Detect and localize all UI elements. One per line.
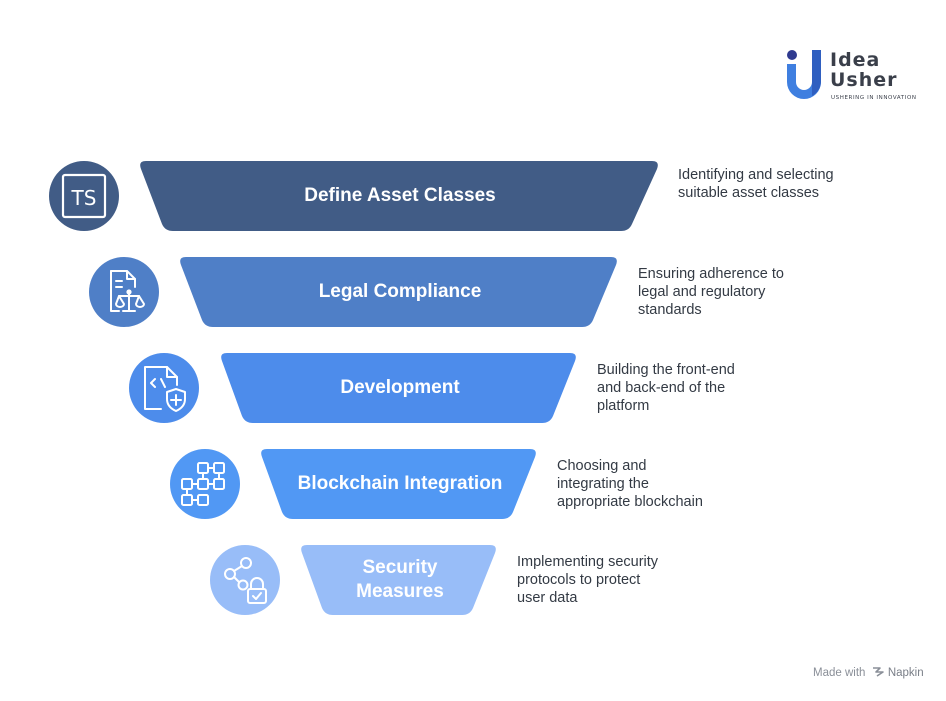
logo-word-usher: Usher [830, 69, 898, 91]
step-description-3: Building the front-end and back-end of t… [597, 361, 735, 415]
description-line: Implementing security [517, 554, 659, 570]
step-description-1: Identifying and selecting suitable asset… [678, 166, 834, 202]
napkin-logo-icon [872, 667, 884, 677]
logo-tagline: USHERING IN INNOVATION [831, 95, 917, 101]
step-label-define-asset-classes: Define Asset Classes [304, 185, 496, 206]
funnel-band-1 [140, 161, 658, 231]
code-file-shield-icon [129, 353, 199, 423]
step-label-security-line1: Security [362, 557, 438, 578]
step-label-security-measures: Security Measures [300, 556, 500, 604]
description-line: and back-end of the [597, 380, 726, 396]
description-line: appropriate blockchain [557, 494, 703, 510]
funnel-band-4 [261, 449, 536, 519]
description-line: Choosing and [557, 458, 647, 474]
funnel-band-5 [301, 545, 496, 615]
description-line: legal and regulatory [638, 284, 766, 300]
description-line: protocols to protect [517, 572, 641, 588]
step-label-blockchain-integration: Blockchain Integration [297, 473, 503, 494]
funnel-band-2 [180, 257, 617, 327]
step-label-security-line2: Measures [356, 581, 444, 602]
svg-text:TS: TS [71, 186, 97, 210]
description-line: Building the front-end [597, 362, 735, 378]
step-description-4: Choosing and integrating the appropriate… [557, 457, 703, 511]
step-label-development: Development [340, 377, 460, 398]
idea-usher-logo: Idea Usher USHERING IN INNOVATION [782, 46, 922, 106]
footer-prefix: Made with [813, 667, 866, 679]
logo-mark-icon [787, 50, 821, 99]
step-label-legal-compliance: Legal Compliance [318, 281, 482, 302]
description-line: standards [638, 302, 702, 318]
description-line: user data [517, 590, 578, 606]
share-lock-icon [210, 545, 280, 615]
blockchain-icon [170, 449, 240, 519]
logo-word-idea: Idea [830, 49, 881, 71]
footer-brand: Napkin [887, 667, 924, 679]
typescript-icon: TS [49, 161, 119, 231]
step-description-5: Implementing security protocols to prote… [517, 553, 658, 607]
description-line: integrating the [557, 476, 649, 492]
description-line: suitable asset classes [678, 185, 820, 201]
step-description-2: Ensuring adherence to legal and regulato… [638, 265, 784, 319]
description-line: Identifying and selecting [678, 167, 834, 183]
legal-document-scale-icon [89, 257, 159, 327]
made-with-napkin-footer: Made with Napkin [813, 666, 924, 679]
funnel-band-3 [221, 353, 576, 423]
description-line: platform [597, 398, 650, 414]
description-line: Ensuring adherence to [638, 266, 784, 282]
